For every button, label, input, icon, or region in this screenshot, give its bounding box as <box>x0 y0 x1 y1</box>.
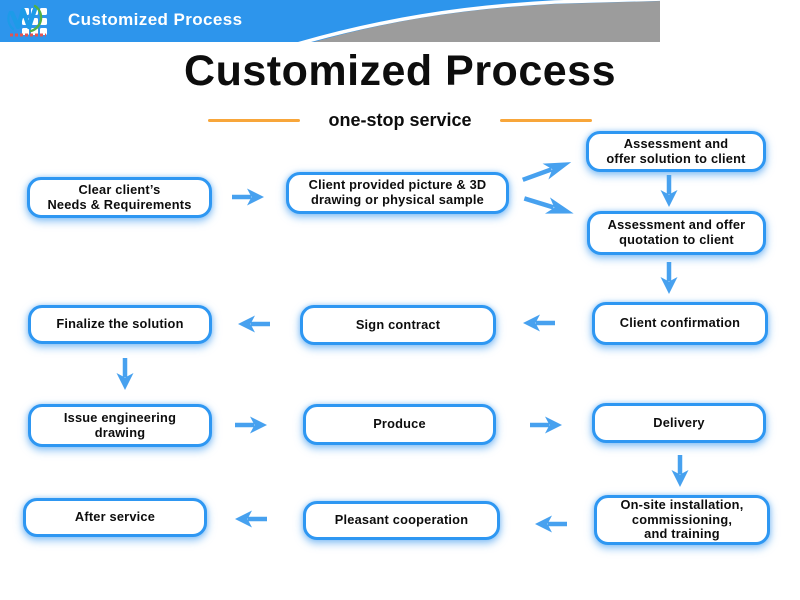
flow-arrow-left-icon <box>236 314 272 334</box>
flow-box-sign-contract: Sign contract <box>300 305 496 345</box>
flow-box-label: Assessment and offer solution to client <box>606 135 746 166</box>
flow-box-label: Issue engineering drawing <box>63 409 177 440</box>
flow-box-label: After service <box>74 509 156 525</box>
flow-box-label: Client provided picture & 3D drawing or … <box>308 177 487 207</box>
flow-arrow-down-icon <box>659 173 679 209</box>
company-logo-icon <box>7 4 46 37</box>
flow-box-finalize-solution: Finalize the solution <box>28 305 212 344</box>
flow-box-label: Delivery <box>653 414 705 430</box>
flow-arrow-left-icon <box>533 514 569 534</box>
subtitle-rule-right <box>499 119 592 122</box>
flow-arrow-down-icon <box>659 260 679 296</box>
flow-box-issue-drawing: Issue engineering drawing <box>28 404 212 447</box>
flow-arrow-left-icon <box>521 313 557 333</box>
flow-box-label: Finalize the solution <box>56 316 184 332</box>
flow-box-produce: Produce <box>303 404 496 445</box>
flow-arrow-down-icon <box>670 453 690 489</box>
flow-box-label: Produce <box>373 416 426 432</box>
flow-arrow-left-icon <box>233 509 269 529</box>
page-subtitle: one-stop service <box>328 110 472 130</box>
flow-box-label: On-site installation, commissioning, and… <box>620 497 744 542</box>
header-bar: Customized Process <box>0 0 660 42</box>
flow-box-label: Clear client’s Needs & Requirements <box>47 181 192 212</box>
flow-box-after-service: After service <box>23 498 207 537</box>
flow-arrow-right-icon <box>230 187 266 207</box>
flow-arrow-diagonal-down-icon <box>518 188 579 224</box>
flow-arrow-down-icon <box>115 356 135 392</box>
flow-box-label: Assessment and offer quotation to client <box>607 217 746 247</box>
flow-box-client-provided: Client provided picture & 3D drawing or … <box>286 172 509 214</box>
flow-box-label: Sign contract <box>355 316 441 332</box>
flow-arrow-right-icon <box>528 415 564 435</box>
flow-box-client-confirmation: Client confirmation <box>592 302 768 345</box>
flow-box-offer-quotation: Assessment and offer quotation to client <box>587 211 766 255</box>
flow-box-pleasant-cooperation: Pleasant cooperation <box>303 501 500 540</box>
flow-box-label: Client confirmation <box>619 315 741 331</box>
flow-box-label: Pleasant cooperation <box>334 512 469 528</box>
header-bar-title: Customized Process <box>68 10 243 29</box>
flow-arrow-right-icon <box>233 415 269 435</box>
flow-box-clear-needs: Clear client’s Needs & Requirements <box>27 177 212 218</box>
subtitle-rule-left <box>208 119 301 122</box>
header-swoosh <box>0 0 660 42</box>
flow-arrow-diagonal-up-icon <box>516 152 577 191</box>
flow-box-delivery: Delivery <box>592 403 766 443</box>
subtitle-row: one-stop service <box>0 110 800 131</box>
page-title: Customized Process <box>184 47 616 95</box>
flow-box-onsite-installation: On-site installation, commissioning, and… <box>594 495 770 545</box>
flow-box-offer-solution: Assessment and offer solution to client <box>586 131 766 172</box>
